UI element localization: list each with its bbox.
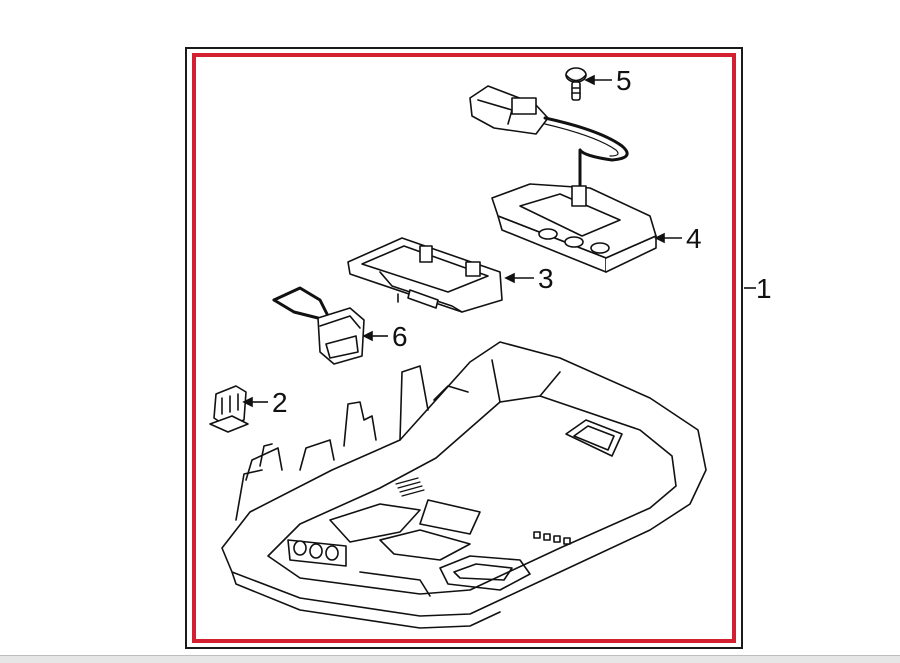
module-part [469,85,657,273]
outer-frame [185,47,743,649]
callout-5: 5 [616,65,632,96]
callout-3: 3 [538,263,554,294]
screw-part [565,67,587,101]
callout-4: 4 [686,223,702,254]
harness-part [272,286,365,365]
clip-part [209,385,249,433]
callout-1: 1 [756,273,772,304]
inner-frame [192,53,736,643]
bracket-part [347,237,503,313]
console-housing-part [221,341,707,629]
callout-2: 2 [272,387,288,418]
callout-6: 6 [392,321,408,352]
bottom-scroll-bar [0,655,900,663]
